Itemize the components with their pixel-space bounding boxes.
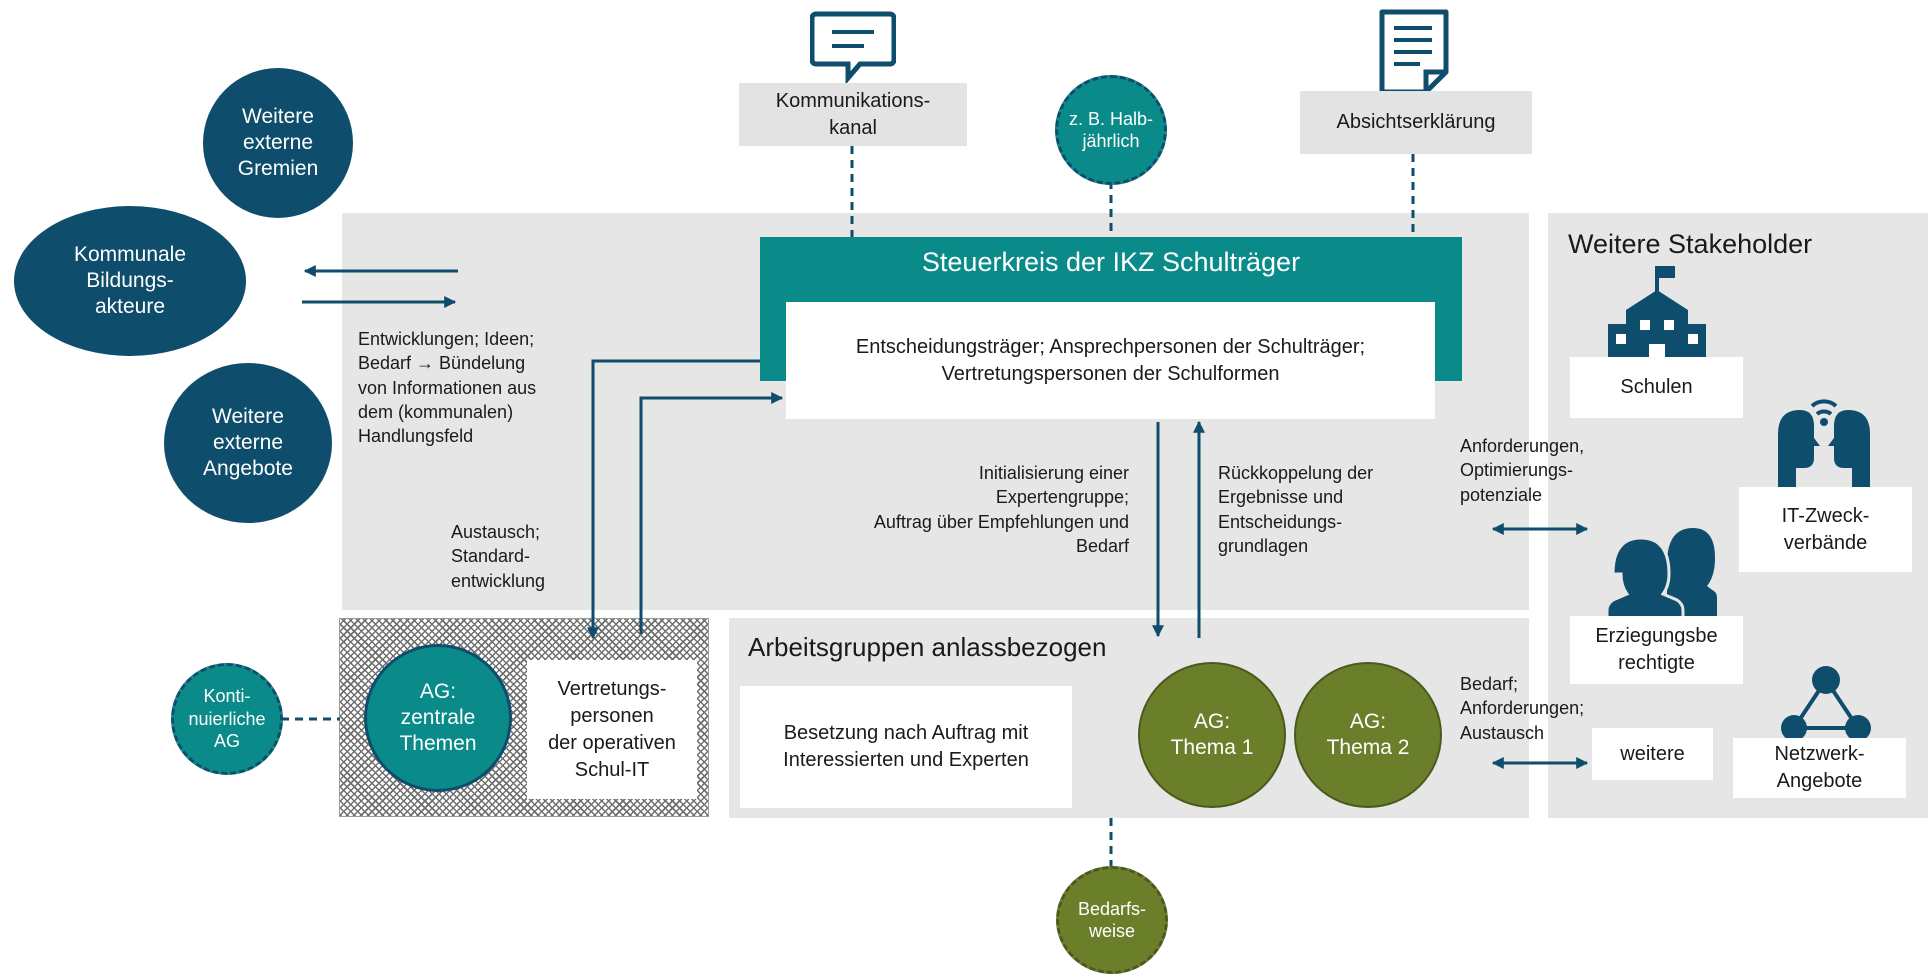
erziehungsberechtigte-label: Erziegungsbe rechtigte — [1570, 616, 1743, 684]
kommunikationskanal-label: Kommunikations- kanal — [739, 83, 967, 146]
anforderungen-label: Anforderungen, Optimierungs- potenziale — [1460, 436, 1585, 505]
document-icon — [1379, 9, 1449, 95]
netzwerk-angebote-label: Netzwerk- Angebote — [1733, 738, 1906, 798]
entwicklungen-label: Entwicklungen; Ideen; Bedarf → Bündelung… — [358, 329, 537, 447]
vertretungspersonen-box: Vertretungs- personen der operativen Sch… — [527, 660, 697, 799]
arrow-to-ag-zentral — [587, 359, 786, 640]
kontinuierliche-ag-circle: Konti- nuierliche AG — [171, 663, 283, 775]
absichtserklaerung-label: Absichtserklärung — [1300, 91, 1532, 154]
ag-thema-2-circle: AG: Thema 2 — [1294, 662, 1442, 808]
stakeholder-title: Weitere Stakeholder — [1568, 229, 1813, 259]
parents-icon — [1607, 528, 1717, 620]
schulen-label: Schulen — [1570, 357, 1743, 418]
rueckkopplung-label: Rückkoppelung der Ergebnisse und Entsche… — [1218, 463, 1374, 556]
besetzung-box: Besetzung nach Auftrag mit Interessierte… — [740, 686, 1072, 808]
initialisierung-label: Initialisierung einer Expertengruppe; Au… — [873, 463, 1129, 556]
halbjaehrlich-circle: z. B. Halb- jährlich — [1055, 75, 1167, 185]
steuerkreis-title: Steuerkreis der IKZ Schulträger — [921, 247, 1301, 277]
network-icon — [1781, 666, 1871, 741]
steuerkreis-members: Entscheidungsträger; Ansprechpersonen de… — [786, 302, 1435, 419]
kommunale-bildungsakteure-ellipse: Kommunale Bildungs- akteure — [14, 206, 246, 356]
bedarfsweise-circle: Bedarfs- weise — [1056, 866, 1168, 974]
weitere-label: weitere — [1592, 728, 1713, 780]
external-gremien-circle: Weitere externe Gremien — [203, 68, 353, 218]
it-zweckverbaende-label: IT-Zweck- verbände — [1739, 487, 1912, 572]
ag-thema-1-circle: AG: Thema 1 — [1138, 662, 1286, 808]
bedarf-label: Bedarf; Anforderungen; Austausch — [1460, 674, 1585, 743]
arrow-to-steuerkreis — [639, 392, 784, 634]
austausch-label: Austausch; Standard- entwicklung — [451, 522, 546, 591]
arbeitsgruppen-title: Arbeitsgruppen anlassbezogen — [748, 632, 1107, 662]
ag-zentrale-themen-circle: AG: zentrale Themen — [364, 644, 512, 792]
school-icon — [1608, 266, 1706, 366]
chat-icon — [810, 11, 896, 84]
people-talking-icon — [1778, 399, 1870, 488]
external-angebote-circle: Weitere externe Angebote — [164, 363, 332, 523]
